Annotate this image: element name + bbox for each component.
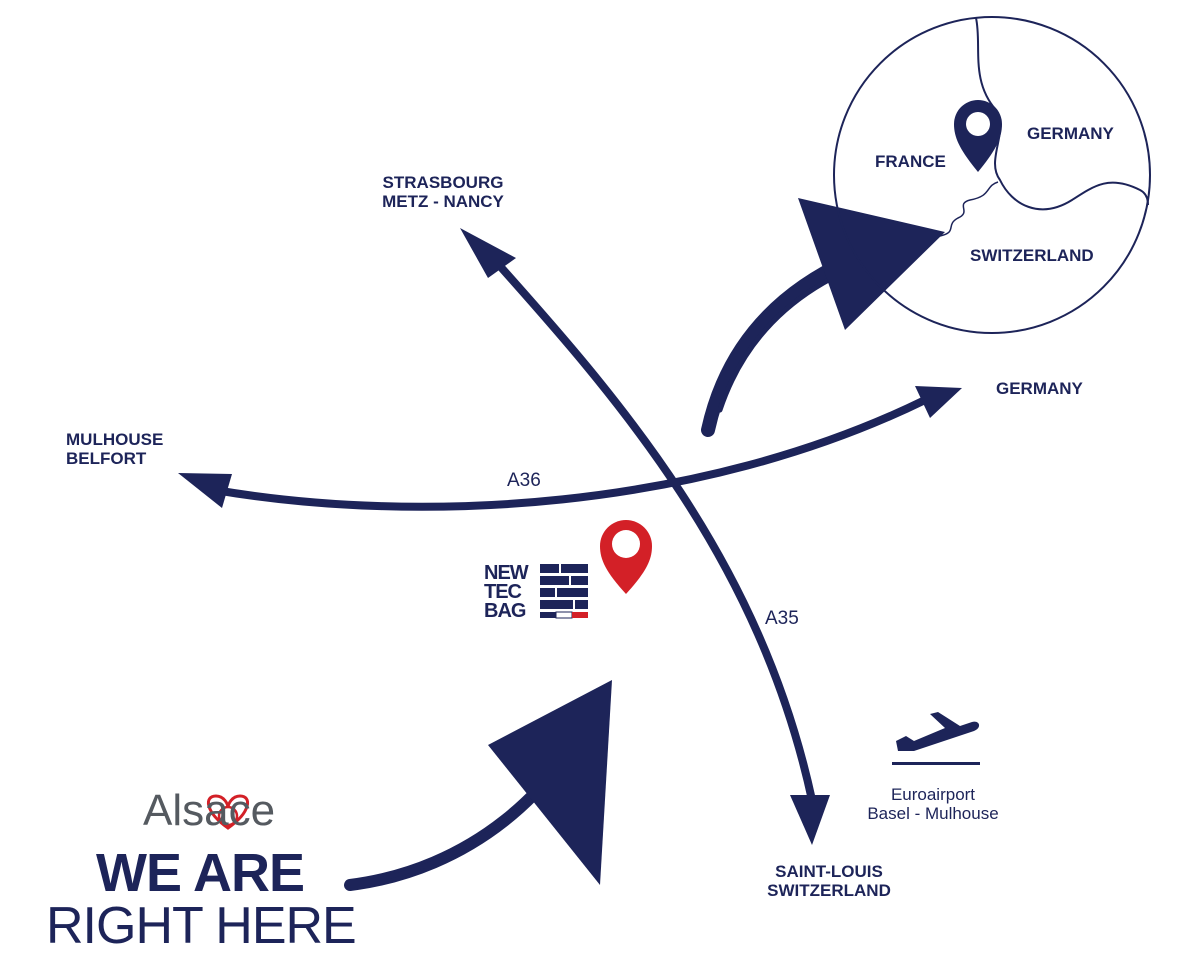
tagline-arrowhead [488, 680, 612, 885]
label-germany-east: GERMANY [996, 379, 1083, 398]
a35-north-arrowhead [460, 228, 516, 278]
region-logo-alsace: Alsace [143, 786, 276, 835]
a36-west-arrowhead [178, 473, 232, 508]
road-label-a35: A35 [765, 608, 799, 629]
airplane-icon [892, 712, 980, 765]
a36-east-arrowhead [915, 386, 962, 418]
tagline-line-2: RIGHT HERE [46, 897, 357, 955]
inset-border-france-germany [975, 17, 1149, 211]
tagline-line-1: WE ARE [96, 843, 305, 903]
inset-border-switzerland [939, 181, 999, 237]
alsace-pretzel-icon [206, 794, 250, 830]
road-a36-arrow [211, 396, 929, 511]
inset-pin-icon [954, 100, 1002, 172]
location-pin-icon [600, 520, 652, 594]
inset-label-germany: GERMANY [1027, 124, 1114, 143]
inset-circle [833, 16, 1151, 334]
inset-label-switzerland: SWITZERLAND [970, 246, 1094, 265]
road-a35-arrow [486, 251, 816, 804]
a35-south-arrowhead [790, 795, 830, 845]
inset-arrowhead [798, 198, 945, 330]
company-logo-mark [540, 564, 588, 619]
inset-label-france: FRANCE [875, 152, 946, 171]
road-label-a36: A36 [507, 470, 541, 491]
